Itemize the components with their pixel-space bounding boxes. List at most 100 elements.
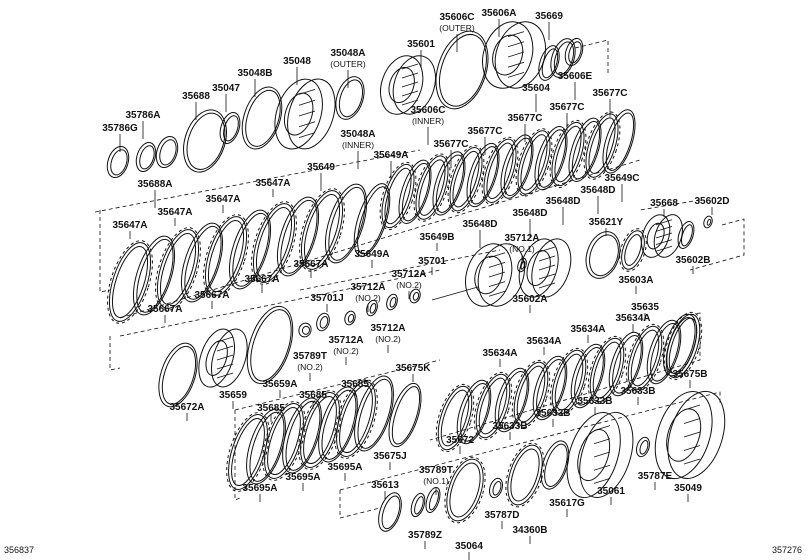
part-label-35601[interactable]: 35601 [407, 39, 435, 68]
part-number: 35648D [462, 219, 497, 230]
part-label-35672a[interactable]: 35672A [169, 402, 205, 421]
part-label-35786a[interactable]: 35786A [125, 110, 161, 139]
part-label-35064[interactable]: 35064 [455, 541, 483, 560]
part-label-35787e[interactable]: 35787E [638, 471, 673, 490]
part-label-35649a[interactable]: 35649A [354, 249, 390, 268]
part-label-35633b[interactable]: 35633B [620, 386, 656, 405]
part-label-35688a[interactable]: 35688A [137, 179, 173, 208]
part-label-35712a[interactable]: 35712A(NO.2) [370, 323, 406, 353]
part-number: 35677C [467, 126, 502, 137]
part-label-35613[interactable]: 35613 [371, 480, 399, 499]
part-label-35667a[interactable]: 35667A [147, 304, 183, 323]
part-label-35633b[interactable]: 35633B [535, 408, 571, 427]
part-label-35668[interactable]: 35668 [650, 198, 678, 217]
part-label-35712a[interactable]: 35712A(NO.2) [391, 269, 427, 299]
part-label-35675b[interactable]: 35675B [672, 369, 708, 388]
part-label-35634a[interactable]: 35634A [526, 336, 562, 355]
part-number: 35701J [310, 293, 343, 304]
part-label-35695a[interactable]: 35695A [242, 483, 278, 502]
part-label-35677c[interactable]: 35677C [592, 88, 628, 117]
part-label-35787d[interactable]: 35787D [484, 510, 520, 529]
part-label-35712a[interactable]: 35712A(NO.2) [350, 282, 386, 312]
part-label-35685[interactable]: 35685 [341, 379, 369, 398]
ring-part [241, 86, 283, 150]
part-label-35786g[interactable]: 35786G [102, 123, 138, 152]
part-label-35712a[interactable]: 35712A(NO.1) [504, 233, 540, 263]
part-label-35649[interactable]: 35649 [307, 162, 335, 191]
part-label-35602d[interactable]: 35602D [694, 196, 730, 215]
part-label-35789z[interactable]: 35789Z [408, 530, 442, 549]
part-label-35603a[interactable]: 35603A [618, 275, 654, 294]
part-label-35647a[interactable]: 35647A [112, 220, 148, 239]
part-label-35789t[interactable]: 35789T(NO.1) [419, 465, 453, 495]
part-label-35667a[interactable]: 35667A [293, 259, 329, 278]
part-label-35677c[interactable]: 35677C [507, 113, 543, 142]
part-label-35648d[interactable]: 35648D [545, 196, 581, 225]
part-label-35061[interactable]: 35061 [597, 486, 625, 505]
part-label-35621y[interactable]: 35621Y [589, 217, 624, 236]
part-label-35606a[interactable]: 35606A [481, 8, 517, 37]
part-label-35685[interactable]: 35685 [257, 403, 285, 422]
part-label-35677c[interactable]: 35677C [433, 139, 469, 168]
part-label-35634a[interactable]: 35634A [615, 313, 651, 332]
part-label-35633b[interactable]: 35633B [492, 421, 528, 440]
part-label-35695a[interactable]: 35695A [285, 472, 321, 491]
part-label-35688[interactable]: 35688 [182, 91, 210, 120]
part-label-35672[interactable]: 35672 [446, 435, 474, 454]
ring-part [388, 382, 422, 448]
part-label-35048a[interactable]: 35048A(INNER) [340, 129, 376, 169]
part-label-35675j[interactable]: 35675J [373, 451, 407, 470]
part-label-35685[interactable]: 35685 [299, 390, 327, 409]
part-label-35695a[interactable]: 35695A [327, 462, 363, 481]
part-label-35647a[interactable]: 35647A [157, 207, 193, 226]
part-label-35667a[interactable]: 35667A [194, 290, 230, 309]
part-number: 35659 [219, 390, 247, 401]
part-label-35634a[interactable]: 35634A [482, 348, 518, 367]
part-number: 35787D [484, 510, 519, 521]
part-label-35648d[interactable]: 35648D [580, 185, 616, 214]
part-label-35701j[interactable]: 35701J [310, 293, 344, 312]
part-label-35633b[interactable]: 35633B [577, 396, 613, 415]
part-label-35649a[interactable]: 35649A [373, 150, 409, 179]
part-label-35048a[interactable]: 35048A(OUTER) [330, 48, 366, 88]
part-label-35648d[interactable]: 35648D [512, 208, 548, 237]
part-label-35675k[interactable]: 35675K [395, 363, 431, 382]
part-label-35659[interactable]: 35659 [219, 390, 247, 409]
part-label-35634a[interactable]: 35634A [570, 324, 606, 343]
part-label-35677c[interactable]: 35677C [467, 126, 503, 155]
part-label-35604[interactable]: 35604 [522, 83, 550, 112]
part-number: 35647A [255, 178, 290, 189]
part-label-35047[interactable]: 35047 [212, 83, 240, 112]
part-label-35712a[interactable]: 35712A(NO.2) [328, 335, 364, 365]
part-label-35049[interactable]: 35049 [674, 483, 702, 502]
part-number: 35669 [535, 11, 563, 22]
part-label-35606e[interactable]: 35606E [558, 71, 593, 100]
part-label-35648d[interactable]: 35648D [462, 219, 498, 248]
part-label-35617g[interactable]: 35617G [549, 498, 585, 517]
part-label-35667a[interactable]: 35667A [244, 274, 280, 293]
part-label-35606c[interactable]: 35606C(OUTER) [439, 12, 475, 52]
part-label-35649c[interactable]: 35649C [604, 173, 640, 202]
boundary-line [339, 490, 381, 519]
part-label-35789t[interactable]: 35789T(NO.2) [293, 351, 327, 381]
part-label-35602a[interactable]: 35602A [512, 294, 548, 313]
part-label-35048b[interactable]: 35048B [237, 68, 273, 97]
part-label-35602b[interactable]: 35602B [675, 255, 711, 274]
part-number: 35602B [675, 255, 710, 266]
drum-part [518, 238, 572, 298]
part-label-35647a[interactable]: 35647A [255, 178, 291, 197]
part-number: 35677C [433, 139, 468, 150]
part-label-35649b[interactable]: 35649B [419, 232, 455, 251]
part-label-35048[interactable]: 35048 [283, 56, 311, 85]
part-label-35669[interactable]: 35669 [535, 11, 563, 40]
part-label-35606c[interactable]: 35606C(INNER) [410, 105, 446, 145]
part-label-34360b[interactable]: 34360B [512, 525, 548, 544]
part-number: 35048 [283, 56, 311, 67]
part-label-35635[interactable]: 35635 [631, 302, 659, 321]
part-label-35659a[interactable]: 35659A [262, 379, 298, 398]
part-label-35647a[interactable]: 35647A [205, 194, 241, 213]
boundary-line [689, 218, 745, 271]
part-label-35677c[interactable]: 35677C [549, 102, 585, 131]
part-label-35701[interactable]: 35701 [418, 256, 446, 275]
